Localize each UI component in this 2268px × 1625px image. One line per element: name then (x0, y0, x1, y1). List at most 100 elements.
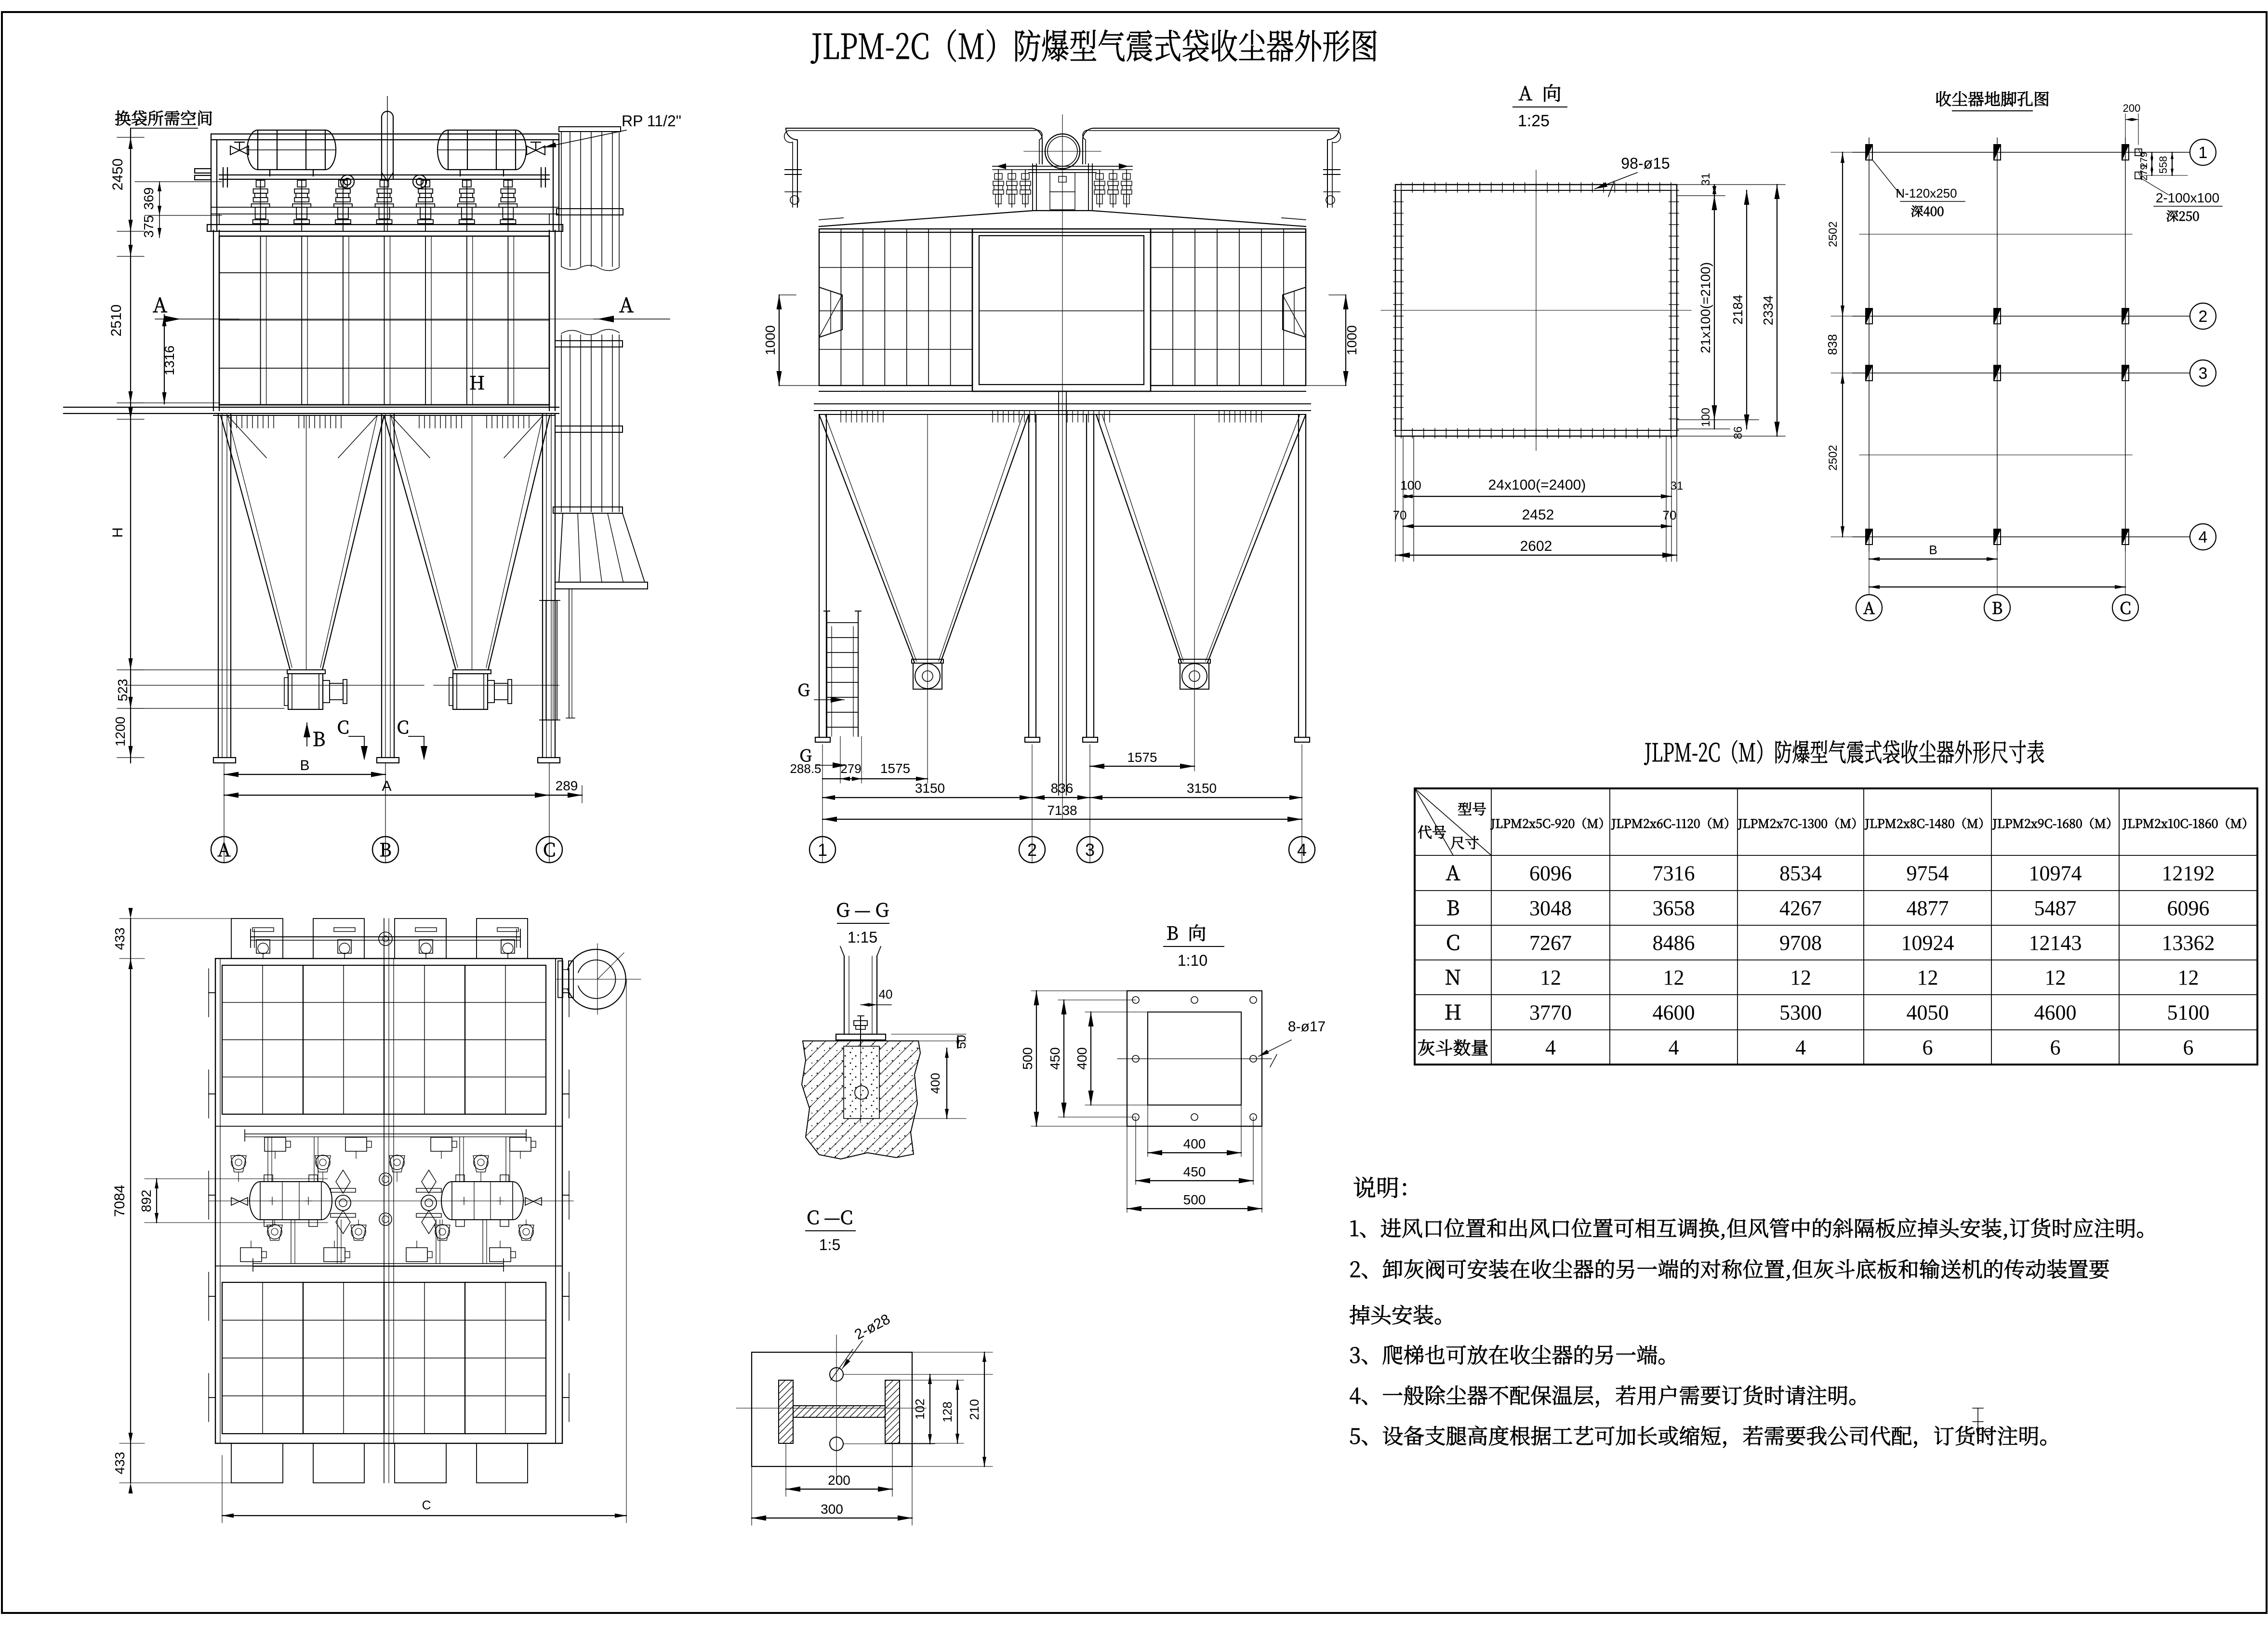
svg-text:4600: 4600 (2034, 1001, 2077, 1025)
svg-text:4: 4 (1297, 840, 1307, 860)
svg-text:300: 300 (821, 1502, 843, 1517)
svg-text:4: 4 (1669, 1036, 1679, 1059)
svg-text:5487: 5487 (2034, 896, 2077, 920)
svg-text:6096: 6096 (1529, 862, 1572, 885)
svg-text:6: 6 (2050, 1036, 2061, 1059)
svg-text:2510: 2510 (108, 305, 124, 337)
svg-text:400: 400 (928, 1073, 942, 1093)
svg-text:450: 450 (1183, 1164, 1206, 1179)
svg-text:6: 6 (2183, 1036, 2194, 1059)
svg-text:1: 1 (818, 840, 827, 860)
svg-text:450: 450 (1048, 1047, 1062, 1070)
svg-text:128: 128 (940, 1401, 955, 1422)
svg-text:279: 279 (840, 761, 861, 776)
svg-text:289: 289 (556, 778, 578, 793)
svg-text:7084: 7084 (112, 1185, 128, 1217)
svg-text:1000: 1000 (763, 325, 778, 355)
svg-text:279: 279 (2139, 152, 2149, 168)
svg-text:1575: 1575 (1127, 750, 1157, 765)
svg-text:1:5: 1:5 (819, 1236, 840, 1253)
svg-text:4600: 4600 (1653, 1001, 1695, 1025)
svg-text:4050: 4050 (1907, 1001, 1949, 1025)
svg-text:100: 100 (1699, 408, 1712, 427)
svg-text:70: 70 (1663, 508, 1677, 522)
svg-text:86: 86 (1732, 426, 1745, 440)
svg-text:12: 12 (1663, 966, 1684, 989)
svg-text:838: 838 (1825, 334, 1840, 355)
svg-text:8486: 8486 (1653, 931, 1695, 955)
svg-text:3: 3 (1085, 840, 1095, 860)
svg-text:1575: 1575 (880, 761, 910, 776)
svg-text:375: 375 (141, 215, 156, 238)
svg-text:6: 6 (1923, 1036, 1933, 1059)
svg-text:7138: 7138 (1047, 803, 1077, 818)
svg-text:4: 4 (1545, 1036, 1556, 1059)
svg-text:98-ø15: 98-ø15 (1621, 155, 1670, 172)
svg-text:2184: 2184 (1730, 294, 1745, 324)
svg-text:10924: 10924 (1901, 931, 1954, 955)
svg-text:5100: 5100 (2167, 1001, 2210, 1025)
svg-text:A: A (382, 778, 391, 794)
svg-text:1:10: 1:10 (1178, 952, 1207, 969)
svg-text:12: 12 (1540, 966, 1561, 989)
svg-text:3150: 3150 (915, 781, 945, 796)
svg-text:8-ø17: 8-ø17 (1288, 1019, 1326, 1035)
svg-text:9754: 9754 (1907, 862, 1949, 885)
svg-text:1: 1 (2199, 144, 2208, 162)
svg-text:200: 200 (828, 1473, 850, 1488)
svg-text:288.5: 288.5 (790, 761, 821, 776)
svg-text:24x100(=2400): 24x100(=2400) (1488, 477, 1586, 493)
svg-text:5300: 5300 (1779, 1001, 1822, 1025)
svg-text:70: 70 (1393, 508, 1407, 522)
svg-text:4: 4 (1795, 1036, 1806, 1059)
svg-text:2334: 2334 (1761, 295, 1776, 325)
svg-text:836: 836 (1051, 781, 1074, 796)
svg-text:N-120x250: N-120x250 (1896, 186, 1957, 200)
svg-text:3048: 3048 (1529, 896, 1572, 920)
svg-text:B: B (300, 758, 309, 773)
svg-text:500: 500 (1020, 1047, 1035, 1070)
svg-text:4: 4 (2199, 528, 2208, 546)
svg-text:100: 100 (1400, 478, 1421, 493)
svg-text:3658: 3658 (1653, 896, 1695, 920)
svg-text:C: C (422, 1498, 431, 1512)
svg-text:2502: 2502 (1827, 221, 1840, 247)
svg-text:433: 433 (112, 928, 127, 950)
svg-text:B: B (1929, 543, 1937, 557)
svg-text:6096: 6096 (2167, 896, 2210, 920)
svg-text:40: 40 (879, 987, 893, 1001)
svg-text:H: H (110, 527, 126, 538)
svg-text:558: 558 (2157, 156, 2169, 174)
svg-text:12: 12 (1790, 966, 1811, 989)
svg-text:400: 400 (1183, 1136, 1206, 1151)
svg-text:12: 12 (1917, 966, 1938, 989)
svg-text:12143: 12143 (2029, 931, 2082, 955)
svg-text:210: 210 (967, 1399, 981, 1420)
svg-text:RP 11/2": RP 11/2" (622, 112, 681, 130)
svg-text:1000: 1000 (1344, 325, 1359, 355)
svg-text:2-100x100: 2-100x100 (2156, 190, 2219, 205)
svg-text:2452: 2452 (1522, 507, 1554, 523)
svg-text:892: 892 (139, 1190, 154, 1212)
svg-text:7267: 7267 (1529, 931, 1572, 955)
svg-text:2602: 2602 (1520, 538, 1552, 554)
svg-text:279: 279 (2139, 164, 2149, 180)
svg-text:31: 31 (1699, 173, 1712, 186)
svg-text:12: 12 (2045, 966, 2066, 989)
svg-text:2: 2 (2199, 307, 2208, 326)
svg-text:50: 50 (954, 1035, 968, 1049)
svg-text:31: 31 (1671, 480, 1684, 493)
svg-text:400: 400 (1074, 1047, 1089, 1070)
svg-text:12: 12 (2178, 966, 2199, 989)
svg-text:2450: 2450 (110, 159, 126, 191)
svg-text:10974: 10974 (2029, 862, 2082, 885)
svg-text:8534: 8534 (1779, 862, 1822, 885)
svg-text:102: 102 (913, 1399, 927, 1419)
svg-text:3: 3 (2199, 364, 2208, 383)
svg-text:3150: 3150 (1187, 781, 1217, 796)
svg-text:433: 433 (112, 1452, 127, 1475)
svg-text:13362: 13362 (2162, 931, 2215, 955)
svg-text:4267: 4267 (1779, 896, 1822, 920)
svg-text:2: 2 (1027, 840, 1037, 860)
svg-text:200: 200 (2123, 102, 2141, 114)
